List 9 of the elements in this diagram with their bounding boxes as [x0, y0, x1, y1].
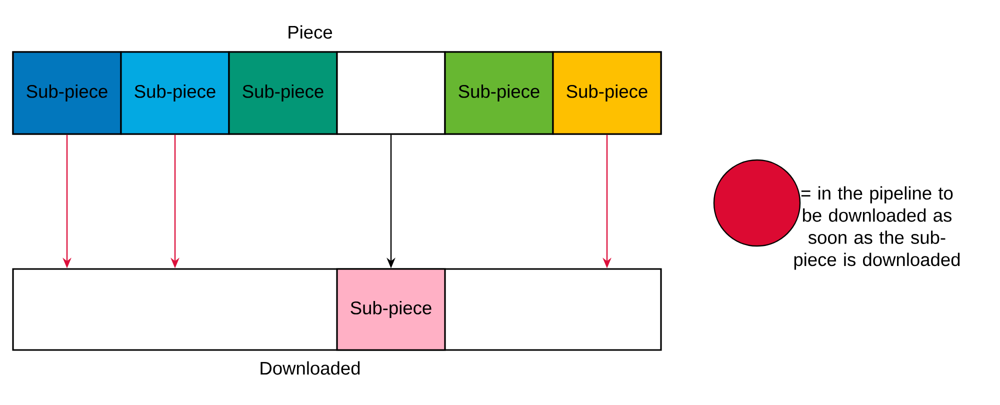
bar-heading: Piece [288, 25, 332, 39]
sub-piece-box: Sub-piece [12, 51, 122, 135]
legend-text: = in the pipeline to be downloaded as soon as the sub-piece is downloaded [794, 186, 960, 270]
sub-piece-box: Sub-piece [552, 51, 662, 135]
sub-piece-box: Sub-piece [336, 268, 446, 351]
sub-piece-box: Sub-piece [120, 51, 230, 135]
bar-heading: Downloaded [260, 361, 360, 375]
sub-piece-box: Sub-piece [228, 51, 338, 135]
sub-piece-box: Sub-piece [444, 51, 554, 135]
